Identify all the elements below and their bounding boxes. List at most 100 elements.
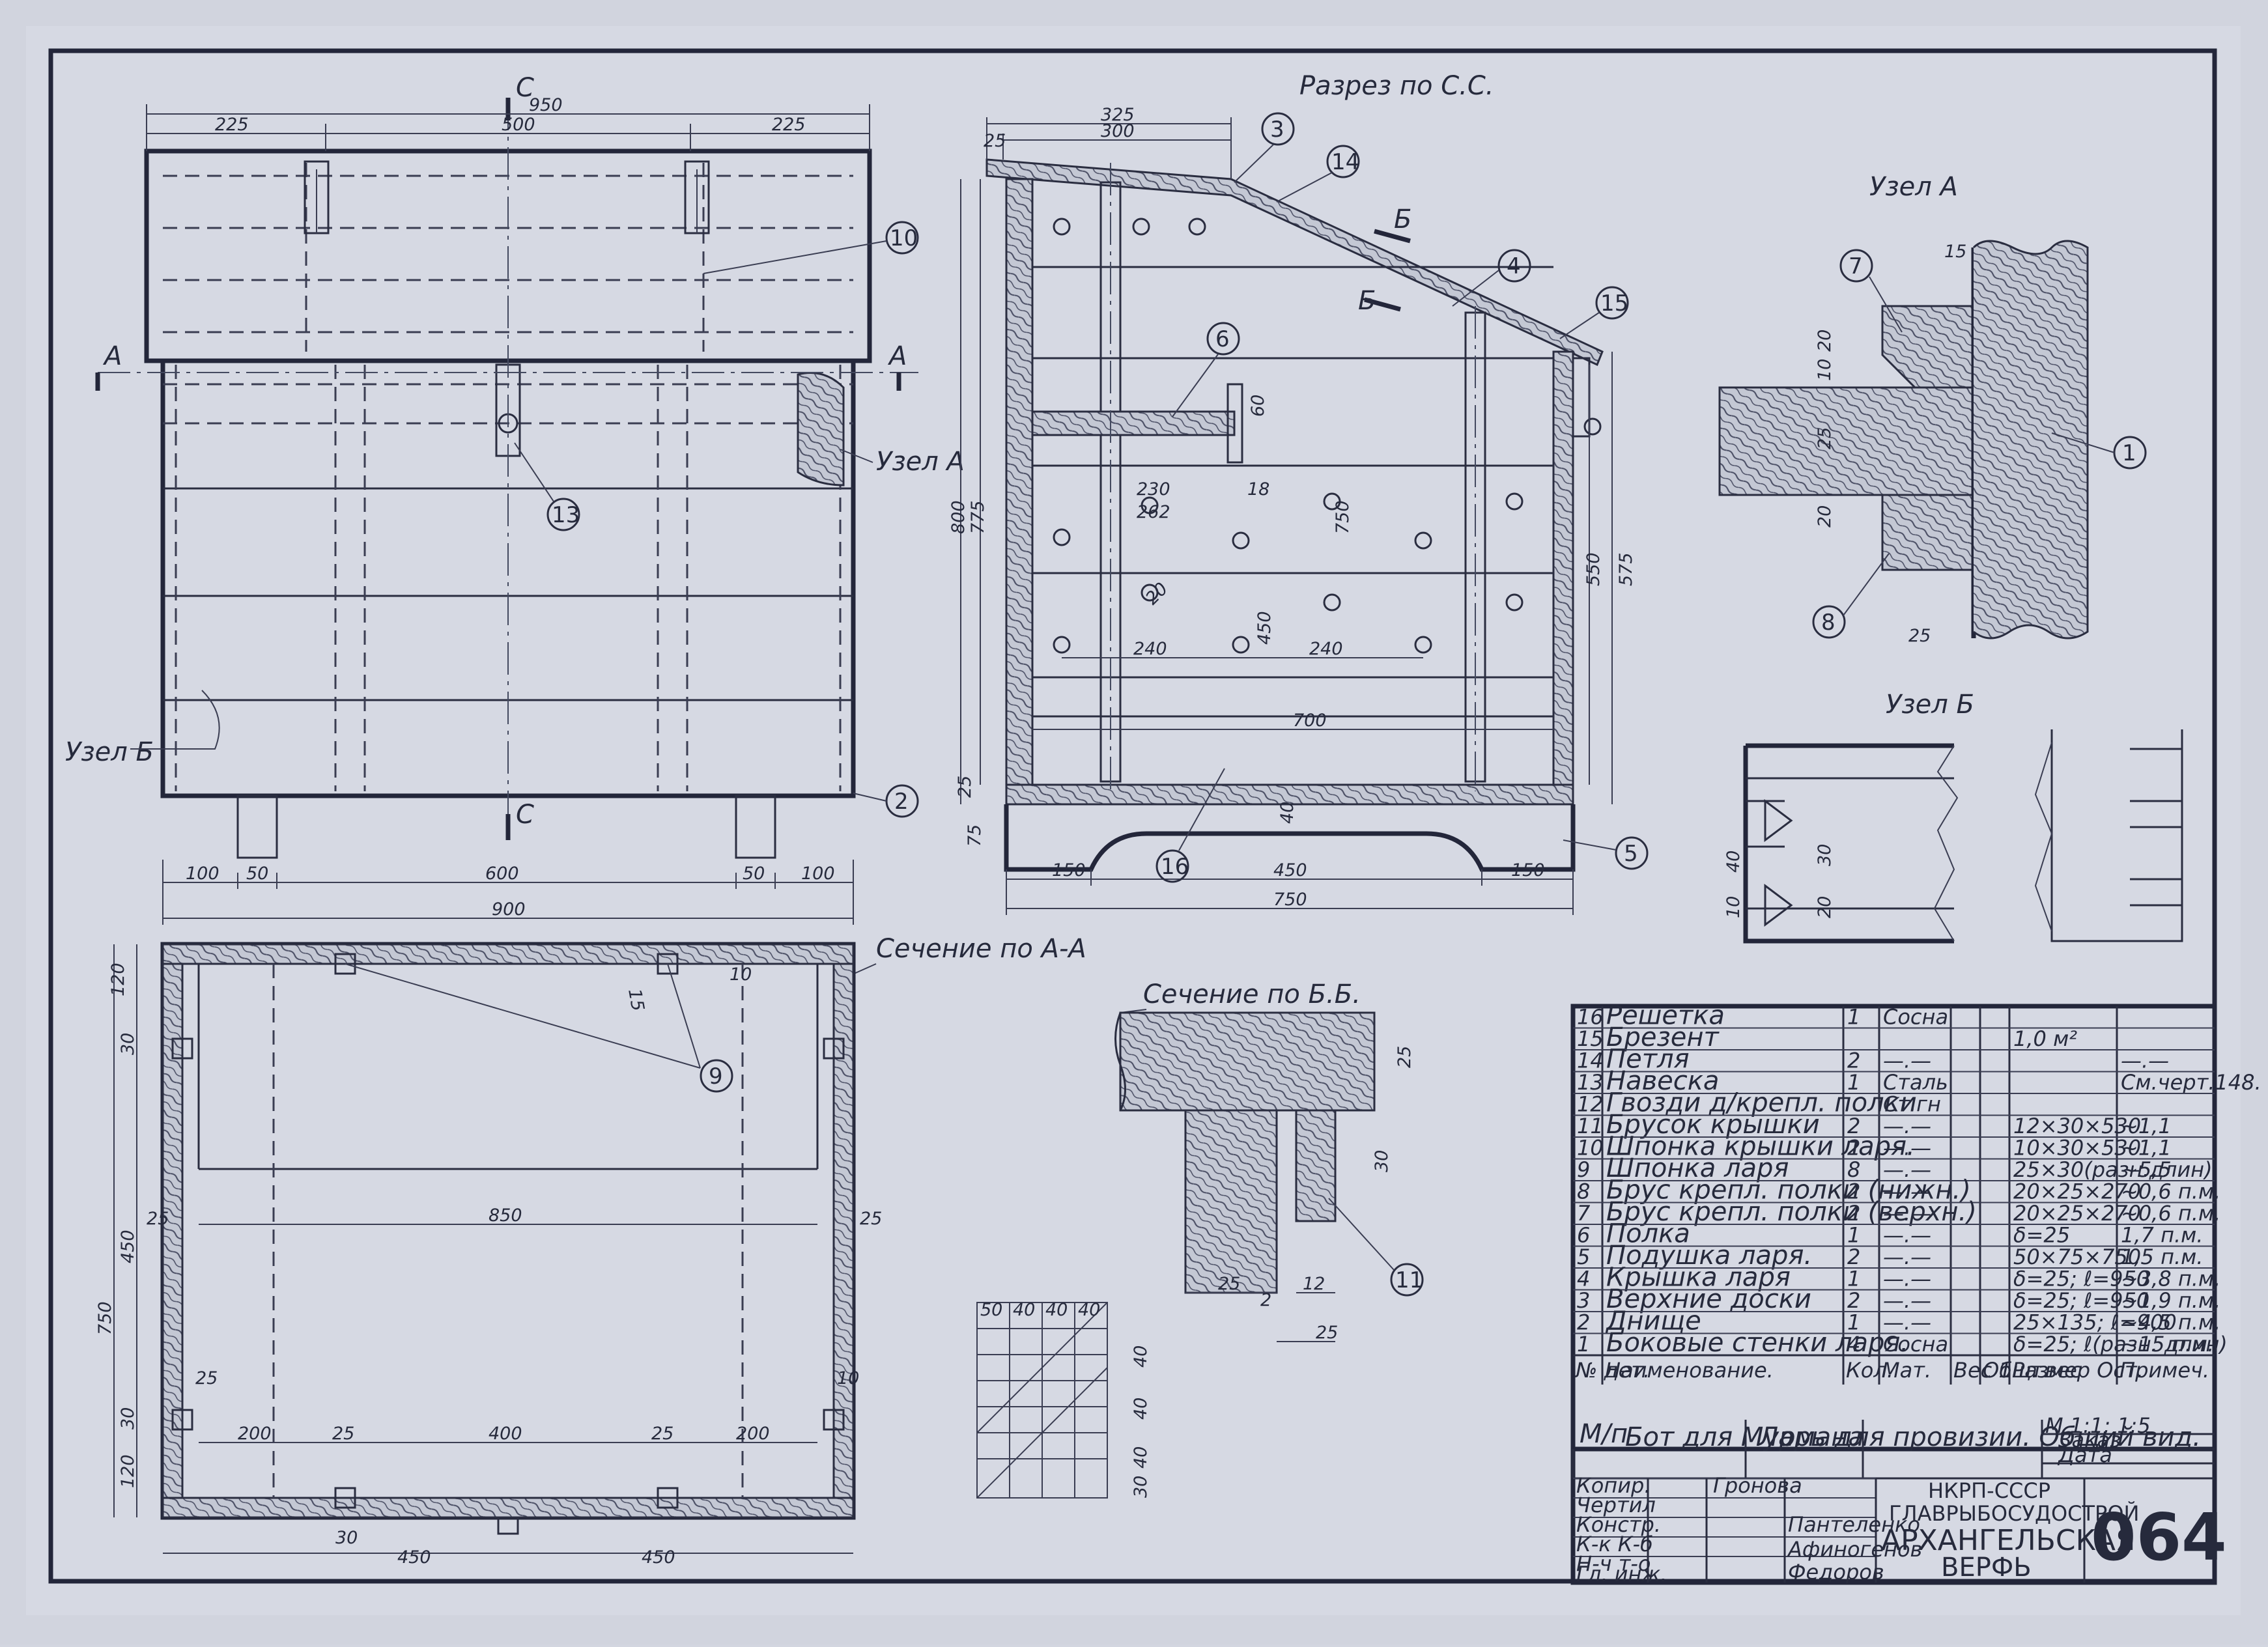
callout-11: 11 xyxy=(1328,1198,1424,1297)
svg-text:950: 950 xyxy=(529,95,563,115)
svg-text:25: 25 xyxy=(195,1368,218,1388)
svg-text:Копир.: Копир. xyxy=(1576,1473,1651,1498)
svg-text:30: 30 xyxy=(118,1407,138,1429)
part-8-mat: —.— xyxy=(1883,1179,1931,1204)
org-line-1: НКРП-СССР xyxy=(1928,1478,2050,1503)
svg-text:6: 6 xyxy=(1215,326,1230,352)
part-2-note: ~4,5 п.м. xyxy=(2121,1310,2220,1335)
part-13-qty: 1 xyxy=(1847,1070,1860,1095)
svg-text:25: 25 xyxy=(651,1424,673,1444)
svg-text:13: 13 xyxy=(552,502,580,528)
svg-text:5: 5 xyxy=(1624,841,1638,867)
callout-15: 15 xyxy=(1559,286,1629,339)
svg-text:100: 100 xyxy=(186,864,220,884)
part-7-note: ~0,6 п.м. xyxy=(2121,1201,2220,1226)
svg-text:575: 575 xyxy=(1616,552,1636,586)
svg-text:20: 20 xyxy=(1815,505,1835,528)
svg-text:262: 262 xyxy=(1137,502,1170,522)
svg-text:40: 40 xyxy=(1045,1300,1068,1320)
header-w1: Вес 1шт. xyxy=(1953,1358,2050,1383)
part-8-no: 8 xyxy=(1577,1179,1590,1204)
part-16-no: 16 xyxy=(1577,1005,1604,1030)
svg-text:40: 40 xyxy=(1131,1446,1151,1469)
part-3-size: δ=25; ℓ=950 xyxy=(2013,1288,2149,1313)
svg-text:2: 2 xyxy=(894,789,909,815)
svg-text:10: 10 xyxy=(837,1368,859,1388)
header-mat: Мат. xyxy=(1882,1358,1931,1383)
part-11-mat: —.— xyxy=(1883,1114,1931,1138)
callout-10: 10 xyxy=(703,221,919,274)
svg-text:Гронова: Гронова xyxy=(1713,1473,1802,1498)
part-3-note: ~1,9 п.м. xyxy=(2121,1288,2220,1313)
sheet-number: 064 xyxy=(2091,1499,2227,1575)
part-2-qty: 1 xyxy=(1847,1310,1860,1335)
svg-text:Н-ч т-о: Н-ч т-о xyxy=(1576,1551,1651,1576)
part-2-mat: —.— xyxy=(1883,1310,1931,1335)
part-11-note: ~1,1 xyxy=(2121,1114,2172,1138)
part-14-mat: —.— xyxy=(1883,1049,1931,1073)
svg-text:850: 850 xyxy=(489,1205,522,1226)
svg-text:40: 40 xyxy=(1131,1345,1151,1368)
callout-4: 4 xyxy=(1452,249,1531,307)
part-10-no: 10 xyxy=(1577,1136,1604,1161)
svg-text:Б: Б xyxy=(1394,204,1411,234)
part-7-no: 7 xyxy=(1577,1201,1591,1226)
part-9-no: 9 xyxy=(1577,1157,1590,1182)
side-section-cc: Разрез по С.С. Б Б xyxy=(948,71,1636,915)
svg-text:550: 550 xyxy=(1583,552,1604,586)
svg-text:700: 700 xyxy=(1293,711,1327,731)
svg-text:Констр.: Констр. xyxy=(1576,1512,1661,1537)
svg-text:Афиногенов: Афиногенов xyxy=(1787,1537,1922,1562)
callout-9: 9 xyxy=(700,1059,733,1093)
svg-text:30: 30 xyxy=(1131,1476,1151,1498)
callout-1: 1 xyxy=(2051,432,2147,470)
svg-text:4: 4 xyxy=(1507,253,1521,279)
svg-text:9: 9 xyxy=(709,1063,723,1090)
part-13-mat: Сталь xyxy=(1883,1070,1948,1095)
svg-text:150: 150 xyxy=(1511,860,1545,880)
sheet-frame xyxy=(48,48,2217,1584)
svg-text:50: 50 xyxy=(743,864,765,884)
svg-text:Чертил: Чертил xyxy=(1576,1493,1656,1517)
part-10-size: 10×30×530 xyxy=(2013,1136,2141,1161)
part-9-size: 25×30(разн.длин) xyxy=(2013,1157,2213,1182)
svg-text:15: 15 xyxy=(1944,242,1966,262)
part-12-mat: Ст.гн xyxy=(1883,1092,1941,1117)
part-3-mat: —.— xyxy=(1883,1288,1931,1313)
svg-text:15: 15 xyxy=(1600,290,1628,317)
org-line-2: ГЛАВРЫБОСУДОСТРОЙ xyxy=(1889,1501,2139,1526)
svg-text:40: 40 xyxy=(1078,1300,1100,1320)
header-size: Размер Ост. xyxy=(2012,1358,2144,1383)
svg-text:750: 750 xyxy=(95,1301,115,1335)
svg-text:10: 10 xyxy=(1723,896,1744,918)
svg-text:10: 10 xyxy=(1815,359,1835,381)
svg-text:750: 750 xyxy=(1273,890,1307,910)
callout-16: 16 xyxy=(1155,768,1225,883)
header-w2: Общ. вес xyxy=(1983,1358,2082,1383)
svg-text:230: 230 xyxy=(1137,479,1170,500)
part-2-name: Днище xyxy=(1605,1306,1701,1336)
part-6-size: δ=25 xyxy=(2013,1223,2070,1248)
svg-text:400: 400 xyxy=(489,1424,522,1444)
svg-text:8: 8 xyxy=(1821,610,1836,636)
svg-text:25: 25 xyxy=(1218,1274,1240,1294)
svg-text:30: 30 xyxy=(1372,1150,1392,1172)
section-mark-c-top: C xyxy=(516,73,534,103)
svg-text:50: 50 xyxy=(980,1300,1002,1320)
svg-text:150: 150 xyxy=(1052,860,1086,880)
svg-text:25: 25 xyxy=(984,131,1006,151)
part-9-name: Шпонка ларя xyxy=(1606,1153,1789,1183)
part-5-mat: —.— xyxy=(1883,1245,1931,1269)
org-line-4: ВЕРФЬ xyxy=(1941,1553,2032,1583)
part-4-no: 4 xyxy=(1577,1267,1590,1291)
part-10-name: Шпонка крышки ларя. xyxy=(1606,1132,1915,1162)
svg-text:30: 30 xyxy=(1815,844,1835,866)
part-4-name: Крышка ларя xyxy=(1606,1263,1791,1293)
svg-text:3: 3 xyxy=(1270,117,1284,143)
part-8-note: ~0,6 п.м. xyxy=(2121,1179,2220,1204)
plan-section-aa: Сечение по А-А 120 30 25 450 750 30 120 … xyxy=(95,934,1086,1568)
part-8-size: 20×25×270 xyxy=(2013,1179,2141,1204)
date-label: Дата xyxy=(2057,1443,2112,1467)
callout-2: 2 xyxy=(853,784,919,818)
